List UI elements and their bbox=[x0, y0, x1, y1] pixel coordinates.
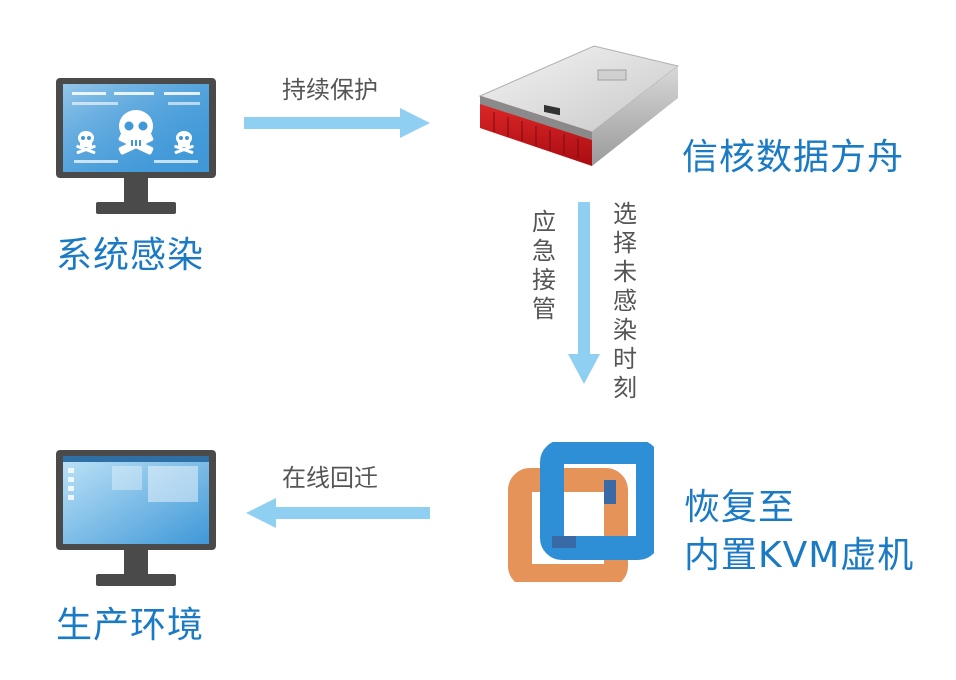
vm-label-line2: 内置KVM虚机 bbox=[684, 535, 915, 576]
takeover-arrow bbox=[568, 202, 600, 386]
migrate-edge-label: 在线回迁 bbox=[282, 464, 378, 492]
migrate-arrow bbox=[244, 498, 432, 528]
kvm-logo-icon bbox=[508, 442, 654, 582]
takeover-edge-label: 应急接管 bbox=[532, 208, 556, 323]
production-label: 生产环境 bbox=[56, 605, 205, 646]
select-time-edge-label: 选择未感染时刻 bbox=[613, 200, 637, 402]
vm-label-line1: 恢复至 bbox=[684, 487, 796, 528]
infected-monitor-icon bbox=[56, 78, 216, 220]
infected-label: 系统感染 bbox=[56, 235, 205, 276]
protect-edge-label: 持续保护 bbox=[282, 76, 378, 104]
protect-arrow bbox=[244, 108, 432, 138]
ark-label: 信核数据方舟 bbox=[682, 137, 905, 178]
desktop-monitor-icon bbox=[56, 450, 216, 592]
rack-server-icon bbox=[474, 40, 680, 168]
